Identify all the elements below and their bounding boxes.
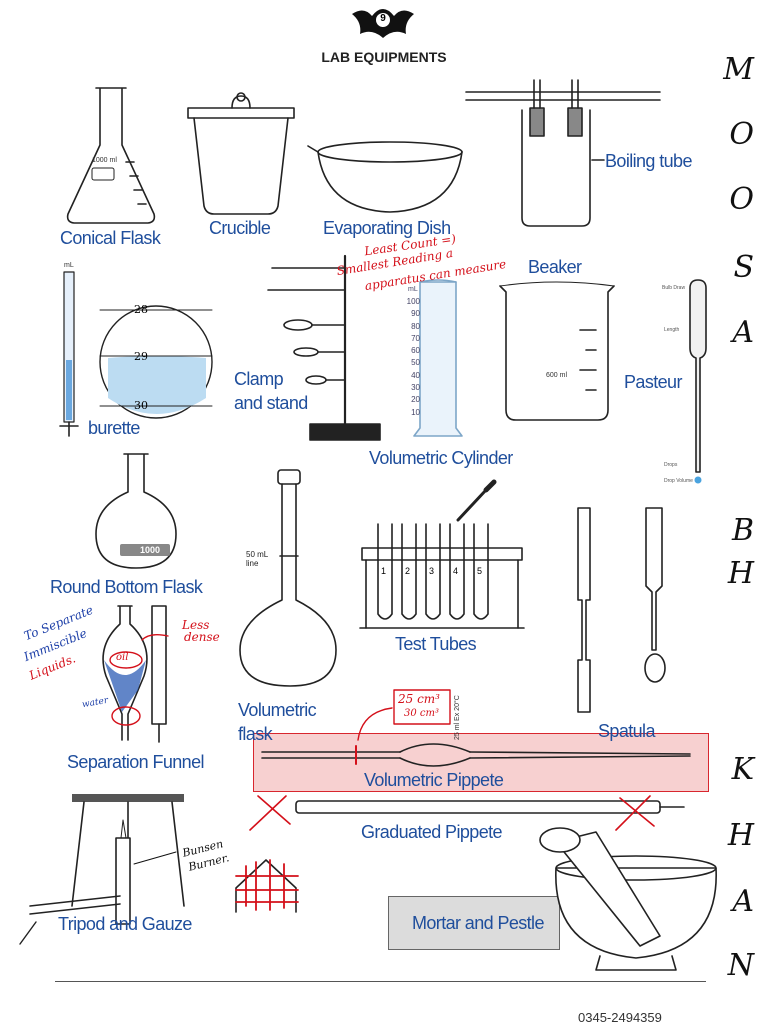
cylinder-scale-value: 80	[411, 321, 420, 331]
volumetric-pipette-highlight	[253, 733, 709, 792]
tripod-gauze-drawing	[19, 794, 185, 945]
burette-scale-28: 28	[134, 303, 148, 316]
boiling-tube-drawing	[465, 79, 661, 227]
mortar-pestle-drawing	[539, 827, 717, 971]
footer-phone: 0345-2494359	[578, 1010, 662, 1025]
label-burette: burette	[88, 418, 140, 438]
annotation-less-dense: Less	[182, 618, 210, 632]
clamp-stand-drawing	[267, 254, 381, 441]
mortar-label-box	[388, 896, 560, 950]
side-letter: N	[727, 948, 754, 983]
label-pasteur: Pasteur	[624, 372, 682, 392]
volumetric-pipette-drawing	[261, 743, 691, 767]
side-letter: B	[731, 513, 754, 548]
burette-zoom-drawing	[99, 305, 213, 419]
bunsen-sketch-drawing	[235, 859, 299, 913]
label-conical-flask: Conical Flask	[60, 228, 161, 248]
pasteur-length-text: Length	[664, 327, 680, 333]
conical-flask-drawing	[66, 87, 156, 224]
label-evaporating-dish: Evaporating Dish	[323, 218, 451, 238]
label-volumetric-flask: Volumetric flask	[238, 700, 317, 744]
round-bottom-flask-drawing	[95, 453, 177, 569]
annotation-strokes	[109, 633, 451, 741]
cylinder-scale-value: 70	[411, 333, 420, 343]
volumetric-flask-drawing	[239, 469, 337, 687]
label-volumetric-pipette: Volumetric Pippete	[364, 770, 504, 790]
annotation-pipette-volume: 30 cm³	[404, 708, 439, 719]
cylinder-scale-value: 20	[411, 395, 420, 405]
label-volumetric-cylinder: Volumetric Cylinder	[369, 448, 513, 468]
side-letter: K	[731, 752, 754, 787]
separating-funnel-drawing	[102, 605, 167, 743]
burette-drawing	[59, 271, 79, 437]
burette-scale-30: 30	[134, 399, 148, 412]
pasteur-drop-volume-text: Drop Volume	[664, 478, 693, 484]
beaker-drawing	[499, 281, 615, 421]
side-letter: S	[733, 250, 754, 285]
cylinder-scale-value: 50	[411, 358, 420, 368]
side-letter: M	[723, 52, 754, 87]
side-letter: O	[729, 182, 754, 217]
tube-number: 5	[477, 566, 483, 576]
test-tube-rack-drawing	[359, 479, 525, 629]
annotation-less-dense: dense	[184, 630, 220, 644]
burette-unit-text: mL	[64, 262, 74, 269]
footer-divider	[55, 981, 706, 982]
cylinder-scale-value: 60	[411, 346, 420, 356]
side-letter: H	[727, 818, 754, 853]
volumetric-flask-mark-text: 50 mL line	[246, 550, 269, 568]
label-crucible: Crucible	[209, 218, 271, 238]
pasteur-pipette-drawing	[689, 279, 707, 484]
label-tripod-gauze: Tripod and Gauze	[58, 914, 192, 934]
cylinder-scale-value: 90	[411, 309, 420, 319]
side-letter: A	[732, 884, 754, 919]
label-boiling-tube: Boiling tube	[605, 151, 692, 171]
tube-number: 1	[381, 566, 387, 576]
evaporating-dish-drawing	[307, 141, 463, 213]
pasteur-drops-text: Drops	[664, 462, 678, 468]
conical-volume-text: 1000 ml	[92, 157, 117, 164]
annotation-oil: oil	[116, 652, 129, 663]
cylinder-scale-value: 100	[406, 297, 420, 306]
round-flask-volume-text: 1000	[140, 545, 161, 555]
label-test-tubes: Test Tubes	[395, 634, 477, 654]
cylinder-scale: 100 90 80 70 60 50 40 30 20 10	[404, 296, 420, 419]
label-separation-funnel: Separation Funnel	[67, 752, 205, 772]
tube-number: 4	[453, 566, 459, 576]
cylinder-scale-value: 30	[411, 383, 420, 393]
cylinder-scale-value: 40	[411, 370, 420, 380]
burette-scale-29: 29	[134, 350, 148, 363]
label-mortar-pestle: Mortar and Pestle	[412, 913, 544, 933]
side-letter: A	[732, 315, 754, 350]
page-title: LAB EQUIPMENTS	[321, 49, 447, 65]
label-clamp-stand: Clamp and stand	[234, 369, 308, 413]
annotation-pipette-volume: 25 cm³	[398, 692, 440, 706]
measuring-cylinder-drawing	[413, 279, 463, 437]
crucible-drawing	[187, 92, 295, 215]
graduated-pipette-drawing	[249, 795, 685, 831]
pasteur-bulb-text: Bulb Draw	[662, 285, 686, 291]
side-letter: O	[729, 117, 754, 152]
cylinder-scale-value: 10	[411, 407, 420, 417]
beaker-volume-text: 600 ml	[546, 372, 568, 379]
label-spatula: Spatula	[598, 721, 655, 741]
page-number: 9	[380, 13, 386, 24]
tube-number: 2	[405, 566, 411, 576]
tube-number: 3	[429, 566, 435, 576]
side-letter: H	[727, 556, 754, 591]
pipette-marking-text: 25 ml Ex 20°C	[454, 695, 461, 740]
label-beaker: Beaker	[528, 257, 582, 277]
cylinder-unit-text: mL	[408, 286, 418, 293]
header-logo	[352, 9, 414, 38]
spatula-drawing	[577, 507, 666, 713]
label-graduated-pipette: Graduated Pippete	[361, 822, 503, 842]
label-round-bottom-flask: Round Bottom Flask	[50, 577, 203, 597]
